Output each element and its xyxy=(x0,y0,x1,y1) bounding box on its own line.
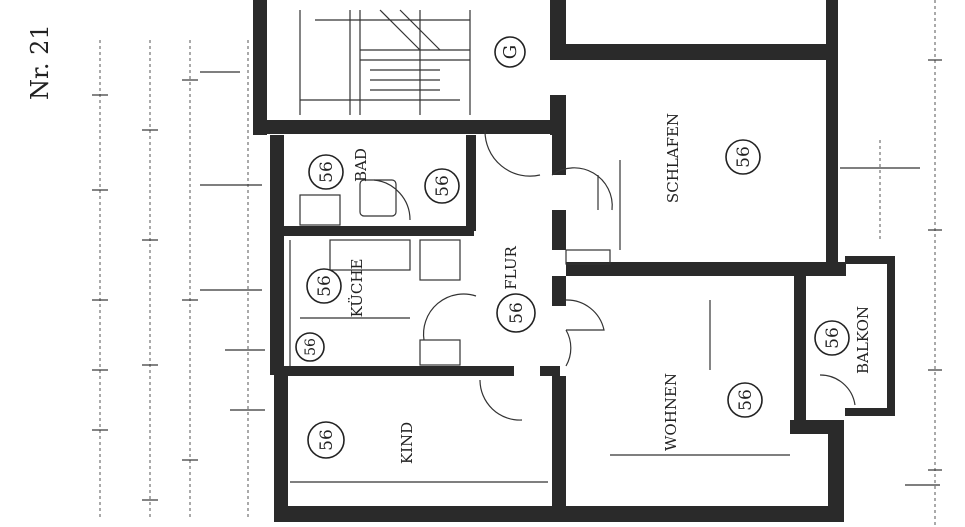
stair-block: G xyxy=(299,9,526,115)
room-code-kueche: 56 xyxy=(306,268,342,304)
svg-text:56: 56 xyxy=(317,429,337,451)
room-label-kind: KIND xyxy=(398,422,416,464)
room-code-bad: 56 xyxy=(308,154,344,190)
room-label-kueche: KÜCHE xyxy=(348,259,366,318)
room-label-balkon: BALKON xyxy=(854,306,872,374)
svg-text:56: 56 xyxy=(317,161,337,183)
room-code-schlafen: 56 xyxy=(725,139,761,175)
door-swings xyxy=(373,129,856,421)
room-code-abstell: 56 xyxy=(295,332,325,362)
room-code-wohnen: 56 xyxy=(727,382,763,418)
svg-text:56: 56 xyxy=(303,338,319,356)
svg-text:56: 56 xyxy=(734,146,754,168)
sheet-number: Nr. 21 xyxy=(26,24,54,100)
svg-text:56: 56 xyxy=(823,327,843,349)
stair-marker: G xyxy=(500,45,521,59)
dimension-chain-left xyxy=(92,40,249,520)
room-code-bad-wc: 56 xyxy=(424,168,460,204)
svg-text:56: 56 xyxy=(433,175,453,197)
fixtures xyxy=(289,179,790,483)
dimension-chain-right xyxy=(879,0,942,527)
svg-text:56: 56 xyxy=(736,389,756,411)
svg-text:56: 56 xyxy=(507,302,527,324)
room-label-wohnen: WOHNEN xyxy=(662,373,680,451)
annotation-leaders xyxy=(200,71,940,486)
room-label-schlafen: SCHLAFEN xyxy=(664,113,682,203)
room-label-bad: BAD xyxy=(352,148,370,182)
room-code-balkon: 56 xyxy=(814,320,850,356)
room-code-kind: 56 xyxy=(307,421,345,459)
svg-text:56: 56 xyxy=(315,275,335,297)
room-label-flur: FLUR xyxy=(502,246,520,290)
walls xyxy=(253,0,895,522)
room-code-flur: 56 xyxy=(496,293,536,333)
